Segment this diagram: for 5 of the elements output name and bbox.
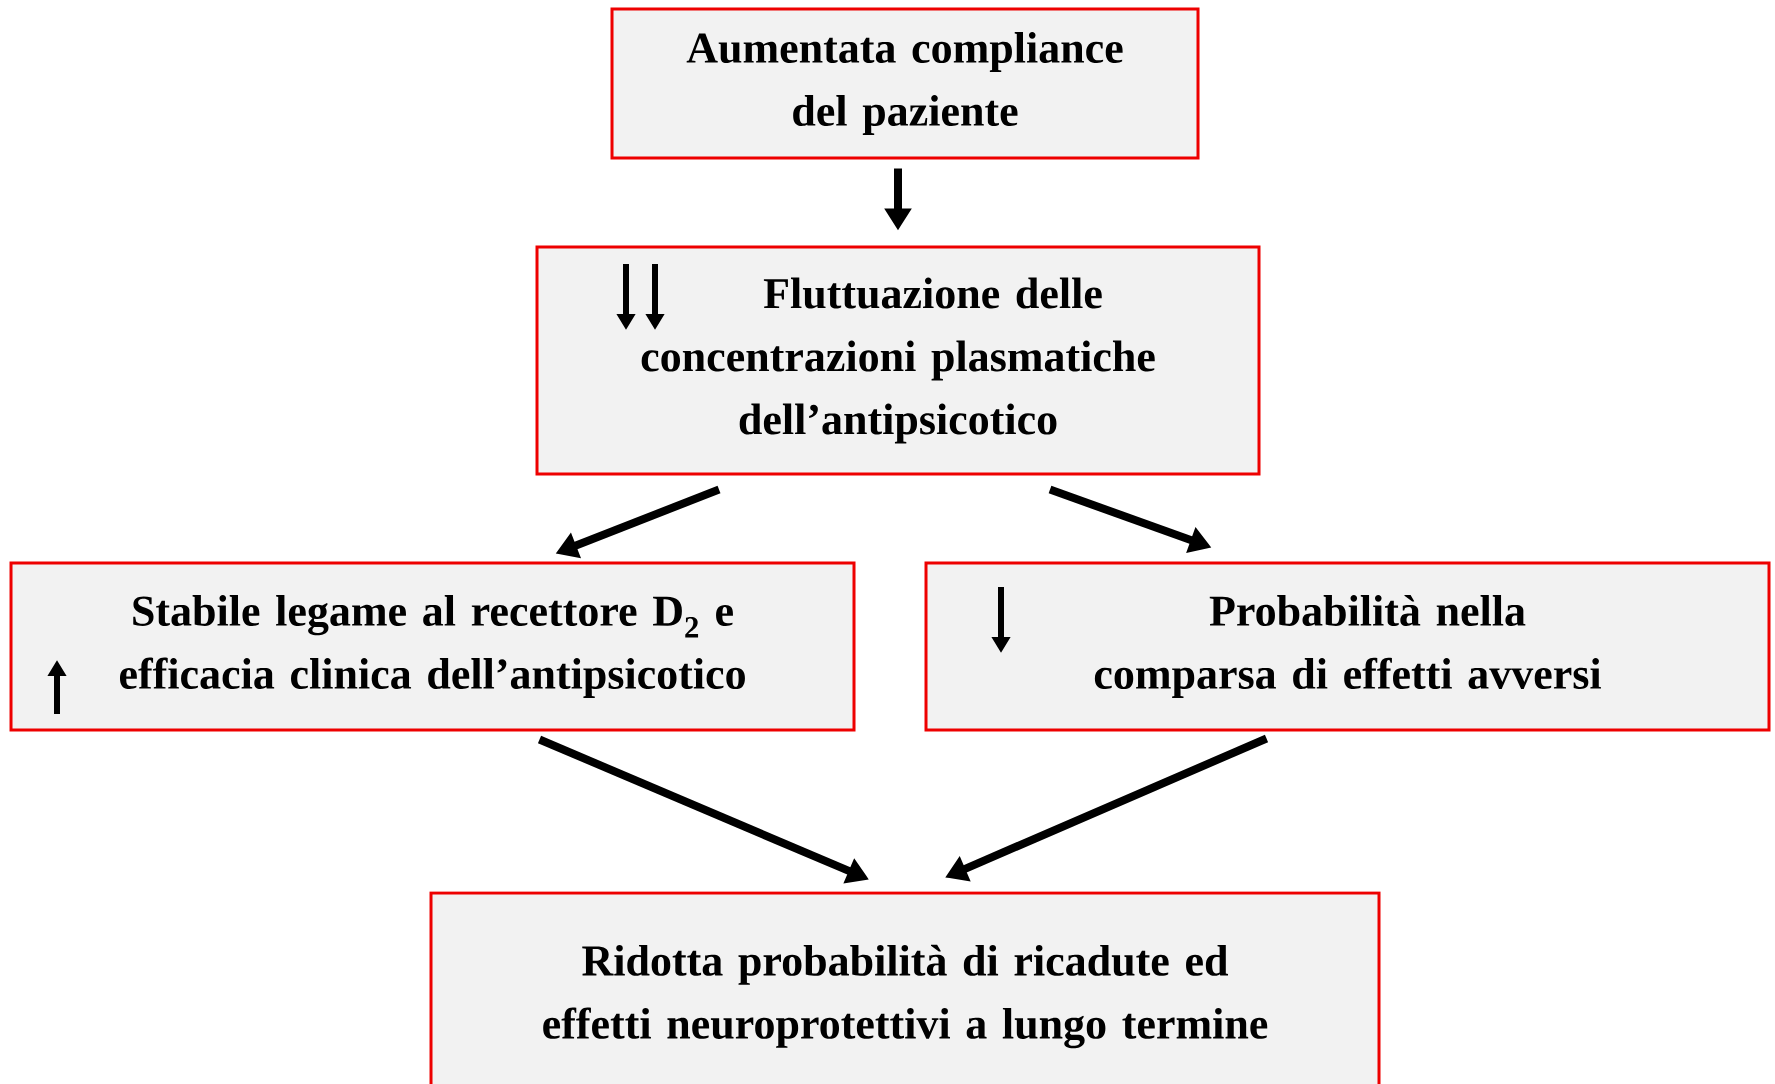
process-box: Aumentata compliance del paziente: [610, 7, 1200, 160]
process-box: Fluttuazione delle concentrazioni plasmatiche dell’antipsicotico: [535, 245, 1261, 476]
process-box: Probabilità nella comparsa di effetti avversi: [924, 561, 1771, 732]
process-box: Ridotta probabilità di ricadute ed effetti neuroprotettivi a lungo termine: [429, 891, 1381, 1084]
process-box: Stabile legame al recettore D$_{2}$ e efficacia clinica dell’antipsicotico: [9, 561, 856, 732]
